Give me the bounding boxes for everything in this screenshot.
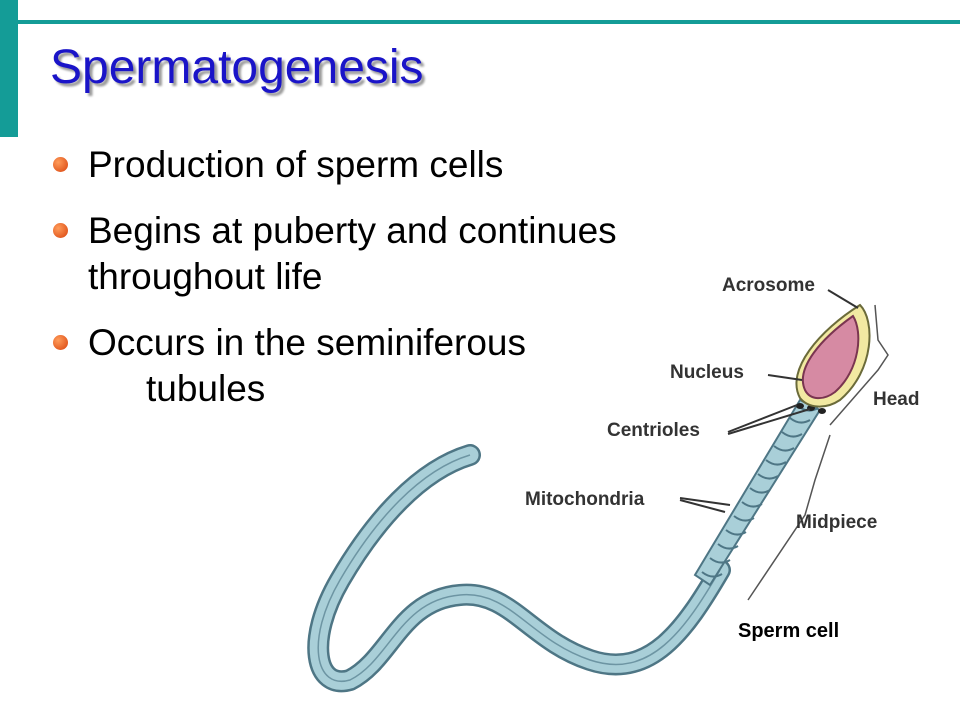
centrioles-icon [796,403,826,414]
accent-bar-left [0,0,18,137]
bullet-dot-icon [53,335,68,350]
bullet-dot-icon [53,157,68,172]
bullet-text: Begins at puberty and continues [88,210,617,251]
bullet-text: Production of sperm cells [88,144,504,185]
bullet-item: Occurs in the seminiferous tubules [50,320,770,412]
figure-caption: Sperm cell [738,620,839,642]
bullet-item: Production of sperm cells [50,142,770,188]
midpiece-mitochondria-icon [693,398,822,587]
bullet-text-continued: throughout life [88,256,323,297]
sperm-cell-diagram: Acrosome Nucleus Centrioles Mitochondria… [307,275,919,693]
label-nucleus: Nucleus [670,362,744,383]
bullet-dot-icon [53,223,68,238]
accent-bar-top [18,20,960,24]
label-mitochondria: Mitochondria [525,489,645,510]
bullet-item: Begins at puberty and continues througho… [50,208,770,300]
bullet-text: Occurs in the seminiferous [88,322,527,363]
bullet-text-continued: tubules [146,368,266,409]
label-midpiece: Midpiece [796,512,877,533]
sperm-head-icon [795,303,871,408]
label-centrioles: Centrioles [607,420,700,441]
slide-title: Spermatogenesis [50,41,424,94]
label-head: Head [873,389,919,410]
bullet-list: Production of sperm cells Begins at pube… [50,142,770,432]
label-acrosome: Acrosome [722,275,815,296]
